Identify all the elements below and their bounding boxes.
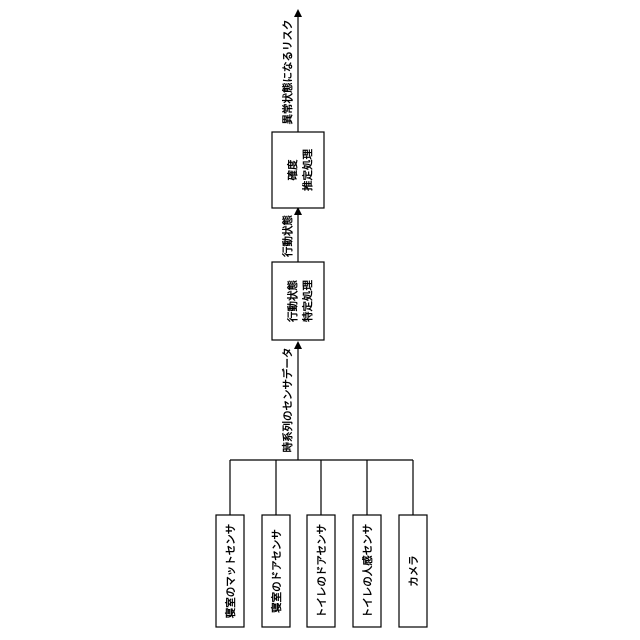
edge-output-label: 異常状態になるリスク	[281, 20, 294, 125]
edge-time-series-label: 時系列のセンサデータ	[281, 348, 294, 453]
box-behavior-identification: 行動状態 特定処理	[272, 262, 324, 340]
sensor-box-bedroom-door: 寝室のドアセンサ	[262, 515, 290, 627]
sensor-label-camera: カメラ	[408, 555, 420, 587]
sensor-box-camera: カメラ	[399, 515, 427, 627]
sensor-box-toilet-door: トイレのドアセンサ	[307, 515, 335, 627]
sensor-label-bedroom-door: 寝室のドアセンサ	[270, 529, 283, 613]
sensor-label-bed-mat: 寝室のマットセンサ	[224, 524, 237, 619]
sensor-box-toilet-motion: トイレの人感センサ	[353, 515, 381, 627]
box-behavior-line1: 行動状態	[286, 280, 299, 323]
sensor-label-toilet-motion: トイレの人感センサ	[361, 524, 374, 619]
box-certainty-line2: 推定処理	[301, 149, 314, 191]
box-certainty-estimation: 確度 推定処理	[272, 132, 324, 208]
box-behavior-line2: 特定処理	[301, 280, 314, 322]
sensor-label-toilet-door: トイレのドアセンサ	[316, 524, 328, 618]
sensor-box-bed-mat: 寝室のマットセンサ	[216, 515, 244, 627]
edge-behavior-state-label: 行動状態	[281, 215, 294, 258]
sensor-connector-tree	[230, 460, 413, 515]
box-certainty-line1: 確度	[286, 159, 299, 180]
